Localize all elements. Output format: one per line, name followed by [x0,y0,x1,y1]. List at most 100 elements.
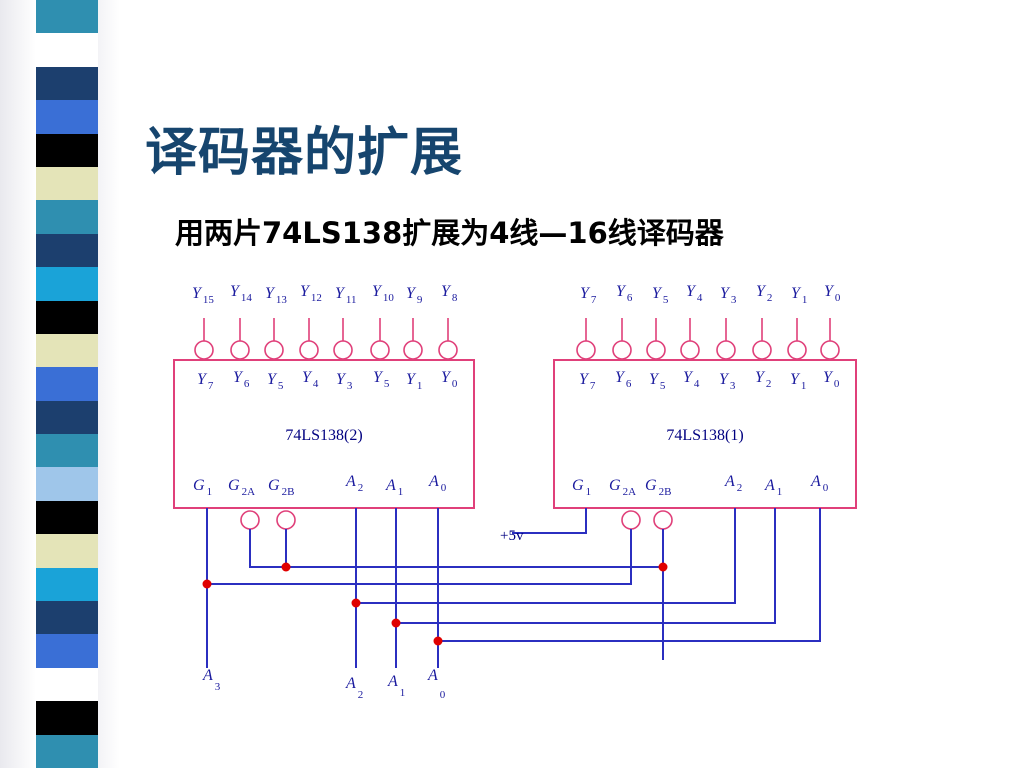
output-label-outer-symbol: Y [300,283,311,300]
chip1-label: 74LS138(1) [666,427,743,444]
output-label-outer-subscript: 6 [627,292,633,304]
inversion-bubble [612,340,632,360]
output-label-inner-subscript: 6 [244,378,250,390]
output-label-outer-symbol: Y [616,283,627,300]
external-input-label-subscript: 2 [358,689,364,701]
external-input-label: A0 [427,667,446,701]
output-label-outer-symbol: Y [756,283,767,300]
input-label-symbol: G [609,477,621,494]
subtitle: 用两片74LS138扩展为4线—16线译码器 [175,216,724,250]
external-input-label: A2 [345,675,363,701]
output-label-outer-symbol: Y [791,285,802,302]
output-label-inner-subscript: 0 [452,378,458,390]
output-label-outer-subscript: 5 [663,294,669,306]
inversion-bubble [299,340,319,360]
inversion-bubble [716,340,736,360]
inversion-bubble [752,340,772,360]
stripe-bar [36,701,98,736]
output-label-outer-subscript: 0 [835,292,841,304]
junction-dot [202,579,212,589]
stripe-bar [36,667,98,702]
junction-dot [658,562,668,572]
output-label-outer-subscript: 13 [276,294,288,306]
input-label-symbol: A [385,477,396,494]
output-label-inner-subscript: 4 [694,378,700,390]
output-label-inner-symbol: Y [823,369,834,386]
input-label-subscript: 2A [623,486,637,498]
output-label-outer-subscript: 1 [802,294,808,306]
inversion-bubble [438,340,458,360]
external-input-label: A1 [387,673,405,699]
supply-label: +5v [500,528,524,544]
output-label-inner-subscript: 5 [278,380,284,392]
output-label-outer-symbol: Y [265,285,276,302]
inversion-bubble [194,340,214,360]
junction-dot [351,598,361,608]
stripe-bar [36,400,98,435]
output-label-inner-subscript: 7 [208,380,214,392]
junction-dot [281,562,291,572]
stripe-bar [36,267,98,302]
output-label-inner-subscript: 3 [347,380,353,392]
output-label-inner-symbol: Y [790,371,801,388]
inversion-bubble [680,340,700,360]
external-input-label-subscript: 0 [440,689,446,701]
input-label-symbol: G [193,477,205,494]
stripe-bar [36,66,98,101]
output-label-outer-subscript: 14 [241,292,253,304]
output-label-inner-symbol: Y [719,371,730,388]
input-label-symbol: A [428,473,439,490]
inversion-bubble [403,340,423,360]
input-label-symbol: A [764,477,775,494]
input-label-subscript: 2B [282,486,295,498]
wire-a3-to-g2a [207,529,632,585]
output-label-inner-symbol: Y [649,371,660,388]
input-label-symbol: G [572,477,584,494]
stripe-bar [36,500,98,535]
output-label-outer-symbol: Y [720,285,731,302]
output-label-outer-symbol: Y [230,283,241,300]
input-label-subscript: 1 [398,486,404,498]
stripe-edge [98,0,120,768]
output-label-inner-symbol: Y [615,369,626,386]
stripe-bar [36,601,98,635]
output-label-inner-subscript: 5 [384,378,390,390]
stripe-shadow [0,0,36,768]
inversion-bubble [264,340,284,360]
output-label-inner-symbol: Y [406,371,417,388]
input-label-subscript: 2B [659,486,672,498]
output-label-inner-subscript: 3 [730,380,736,392]
output-label-inner-symbol: Y [441,369,452,386]
external-input-label-symbol: A [427,667,438,684]
wire-a0-chip1 [438,508,821,642]
external-input-label: A3 [202,667,221,693]
output-label-outer-symbol: Y [580,285,591,302]
output-label-inner-subscript: 7 [590,380,596,392]
output-label-outer-subscript: 7 [591,294,597,306]
inversion-bubble [576,340,596,360]
output-label-outer-subscript: 10 [383,292,395,304]
output-label-inner-subscript: 0 [834,378,840,390]
output-label-inner-subscript: 6 [626,378,632,390]
output-label-outer-subscript: 12 [311,292,322,304]
